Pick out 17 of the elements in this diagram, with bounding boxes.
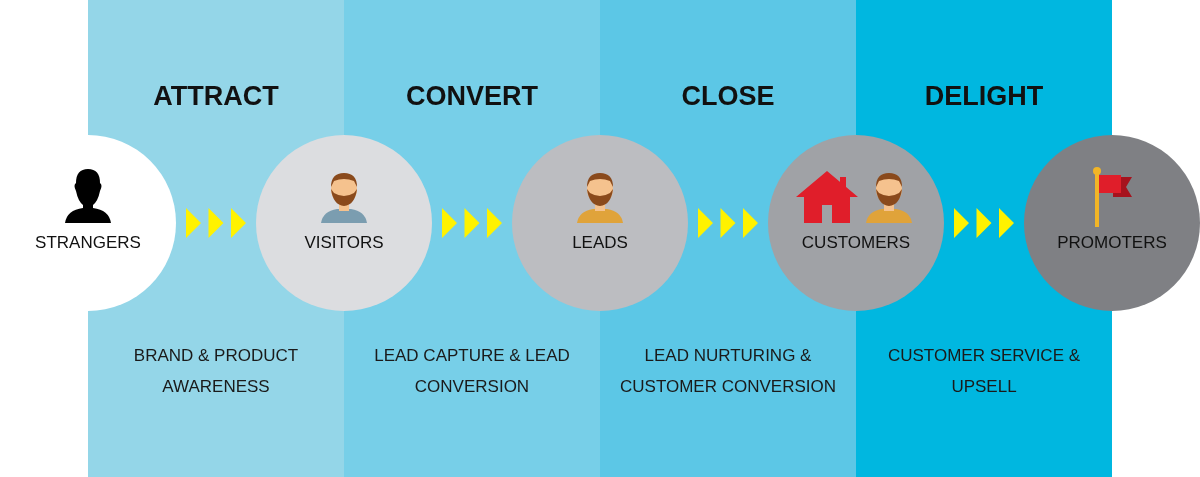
stage-heading: CONVERT	[406, 80, 538, 113]
chevron-arrow	[954, 208, 1014, 238]
stage-heading: ATTRACT	[153, 80, 279, 113]
stage-heading: CLOSE	[681, 80, 775, 113]
stage-description: CUSTOMER SERVICE & UPSELL	[886, 345, 1082, 398]
chevron-arrow	[698, 208, 758, 238]
stage-label: VISITORS	[304, 232, 384, 254]
stage-label: CUSTOMERS	[801, 232, 911, 254]
stage-description: LEAD NURTURING & CUSTOMER CONVERSION	[619, 345, 837, 398]
stage-label: LEADS	[572, 232, 628, 254]
stage-description: LEAD CAPTURE & LEAD CONVERSION	[373, 345, 571, 398]
stage-description: BRAND & PRODUCT AWARENESS	[132, 345, 300, 398]
chevron-arrow	[442, 208, 502, 238]
stage-label: STRANGERS	[35, 232, 141, 254]
chevron-arrow	[186, 208, 246, 238]
stage-label: PROMOTERS	[1057, 232, 1167, 254]
stage-heading: DELIGHT	[924, 80, 1044, 113]
